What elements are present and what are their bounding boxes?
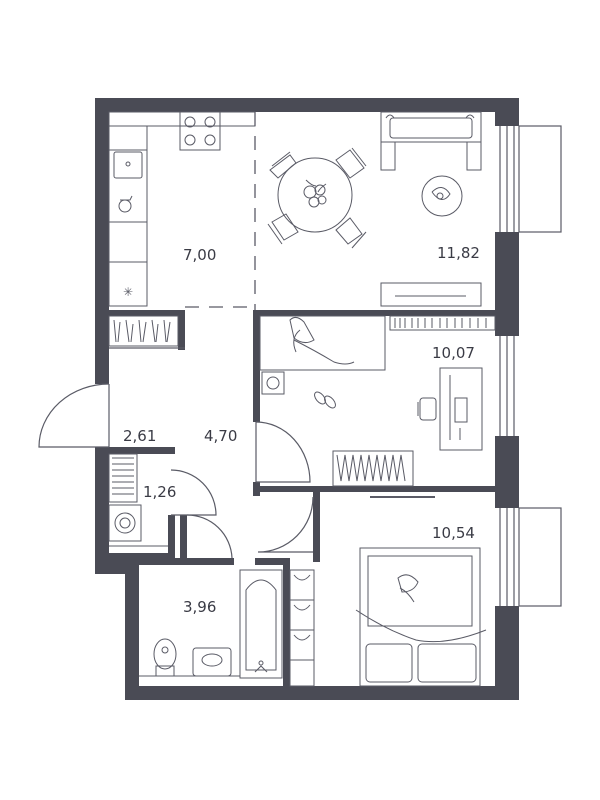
doors (38, 347, 314, 559)
washing-machine (108, 504, 142, 542)
wall-bed2-left (313, 492, 320, 562)
tv-stand (380, 282, 482, 307)
wall-bath-left (180, 515, 187, 565)
bedroom-2-door (257, 496, 314, 553)
wall-bed1-top (253, 310, 495, 316)
armchair (380, 111, 482, 171)
wall-left-bathroom (125, 560, 139, 700)
wall-wc-top (95, 447, 175, 454)
wall-top (95, 98, 519, 112)
kitchen-furniture: ✳ (108, 111, 256, 307)
wall-hall-top (95, 310, 185, 316)
wall-hall-closet-right (178, 310, 185, 350)
wall-right-2 (495, 232, 519, 336)
dining-table (277, 157, 353, 233)
wall-wc-bottom (95, 553, 175, 560)
hall-wardrobe (108, 315, 179, 347)
wall-bed1-bottom (260, 486, 495, 492)
bathroom-shelf (289, 569, 315, 687)
window-bedroom-2 (499, 507, 562, 607)
bedroom-1-nightstand (261, 371, 285, 395)
wall-bed1-left (253, 310, 260, 422)
area-label-bathroom: 3,96 (183, 598, 216, 616)
round-rug (421, 175, 463, 217)
table-flowers (303, 179, 327, 208)
dining-chair (269, 151, 297, 179)
walls (95, 98, 519, 700)
kitchen-stove (179, 111, 221, 151)
wall-bath-top (139, 558, 234, 565)
bedroom-1-cabinet (332, 450, 414, 487)
window-bedroom-1 (499, 336, 515, 436)
windows (499, 125, 562, 607)
bedroom-1-bed (259, 315, 386, 371)
wall-left-lower (95, 447, 109, 573)
bedroom-1-desk (439, 367, 483, 451)
wc-shelf (108, 453, 138, 503)
bathroom-furniture (139, 569, 315, 687)
area-label-hall: 2,61 (123, 427, 156, 445)
wc-furniture (108, 453, 168, 547)
living-furniture (267, 111, 482, 307)
area-label-bedroom-1: 10,07 (432, 344, 475, 362)
hall-furniture (108, 315, 179, 347)
fridge-icon: ✳ (123, 285, 133, 299)
bedroom-2-furniture (355, 496, 487, 687)
wc-door (170, 469, 217, 516)
kitchen-sink (113, 151, 143, 179)
area-labels: 7,00 11,82 10,07 2,61 4,70 1,26 3,96 10,… (123, 244, 480, 616)
toilet (153, 638, 177, 677)
bedroom-1-door (255, 421, 311, 483)
area-label-kitchen: 7,00 (183, 246, 216, 264)
wall-bath-top-right (255, 558, 290, 565)
wall-right-4 (495, 606, 519, 700)
kitchen-appliance-icon (118, 199, 132, 213)
zone-dividers (185, 112, 256, 310)
bedroom-2-bed (355, 547, 487, 687)
kitchen-counter-side (108, 125, 148, 307)
window-living (499, 125, 562, 233)
bathroom-sink (192, 647, 232, 677)
entrance-door (38, 383, 110, 448)
dining-chair (267, 213, 299, 245)
area-label-bedroom-2: 10,54 (432, 524, 475, 542)
wall-bottom (125, 686, 519, 700)
area-label-corridor: 4,70 (204, 427, 237, 445)
bedroom-1-chair (417, 397, 437, 421)
bedroom-1-furniture (259, 315, 496, 487)
bathtub (239, 569, 283, 679)
area-label-living: 11,82 (437, 244, 480, 262)
wall-bed1-stub (253, 482, 260, 496)
bedroom-1-wardrobe (389, 315, 496, 331)
wall-left-upper (95, 98, 109, 384)
slippers (314, 391, 336, 409)
wall-wc-right (168, 515, 175, 560)
bathroom-door (186, 514, 233, 559)
wall-right-1 (495, 98, 519, 126)
area-label-wc: 1,26 (143, 483, 176, 501)
wall-bath-right (283, 558, 290, 686)
dining-chair (335, 147, 367, 179)
kitchen-counter-top (108, 111, 256, 127)
dining-chair (335, 217, 367, 249)
wall-right-3 (495, 436, 519, 508)
